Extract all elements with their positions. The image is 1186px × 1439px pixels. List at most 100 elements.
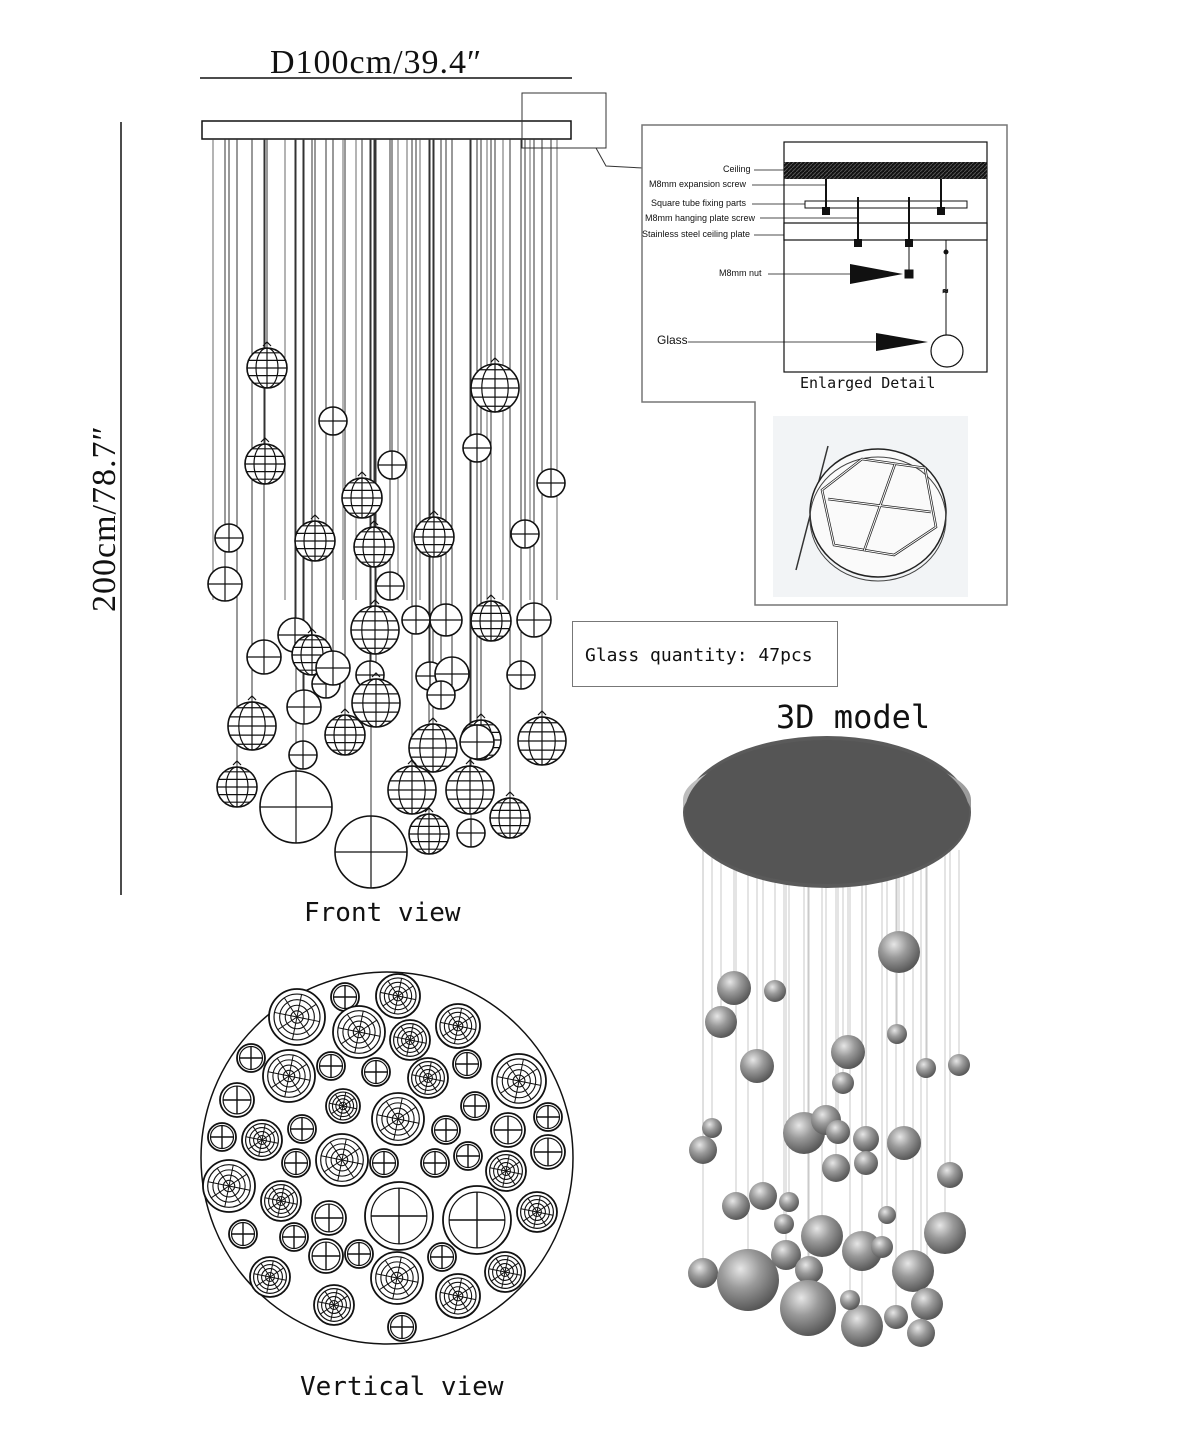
ceiling-plate-render bbox=[773, 416, 968, 597]
3d-model-render bbox=[683, 736, 971, 1347]
glass-ball-top bbox=[315, 1133, 369, 1187]
glass-ball-3d bbox=[826, 1120, 850, 1144]
glass-ball-front bbox=[375, 571, 405, 601]
glass-ball-front bbox=[506, 660, 536, 690]
glass-ball-front bbox=[288, 740, 318, 770]
glass-ball-top bbox=[241, 1119, 283, 1161]
glass-ball-front bbox=[470, 594, 512, 642]
glass-ball-front bbox=[350, 599, 400, 655]
glass-ball-front bbox=[216, 760, 258, 808]
glass-ball-front bbox=[516, 602, 552, 638]
glass-ball-top bbox=[387, 1312, 417, 1342]
glass-ball-top bbox=[361, 1057, 391, 1087]
glass-ball-front bbox=[351, 672, 401, 728]
glass-arrow bbox=[876, 333, 928, 351]
glass-ball-top bbox=[516, 1191, 558, 1233]
glass-ball-front bbox=[429, 603, 463, 637]
glass-ball-3d bbox=[924, 1212, 966, 1254]
glass-ball-3d bbox=[774, 1214, 794, 1234]
enlarged-detail-caption: Enlarged Detail bbox=[800, 374, 936, 392]
ceiling-plate bbox=[201, 120, 572, 140]
glass-ball-top bbox=[369, 1148, 399, 1178]
glass-ball-top bbox=[453, 1141, 483, 1171]
glass-ball-3d bbox=[740, 1049, 774, 1083]
glass-ball-3d bbox=[840, 1290, 860, 1310]
glass-ball-top bbox=[202, 1159, 256, 1213]
part-label-hanging-plate-screw: M8mm hanging plate screw bbox=[645, 213, 756, 223]
glass-ball-top bbox=[484, 1251, 526, 1293]
glass-ball-top bbox=[491, 1053, 547, 1109]
glass-quantity-label: Glass quantity: 47pcs bbox=[585, 645, 813, 666]
glass-ball-top bbox=[407, 1057, 449, 1099]
glass-ball-front bbox=[489, 791, 531, 839]
glass-ball-3d bbox=[702, 1118, 722, 1138]
glass-ball-front bbox=[536, 468, 566, 498]
glass-ball-3d bbox=[722, 1192, 750, 1220]
glass-ball-top bbox=[344, 1239, 374, 1269]
glass-ball-top bbox=[435, 1003, 481, 1049]
glass-ball-3d bbox=[916, 1058, 936, 1078]
glass-ball-front bbox=[413, 510, 455, 558]
glass-ball-top bbox=[262, 1049, 316, 1103]
glass-ball-top bbox=[332, 1005, 386, 1059]
glass-ball-front bbox=[334, 815, 408, 889]
glass-ball-top bbox=[207, 1122, 237, 1152]
glass-ball-top bbox=[219, 1082, 255, 1118]
glass-ball-3d bbox=[831, 1035, 865, 1069]
glass-ball-3d bbox=[795, 1256, 823, 1284]
part-label-expansion-screw: M8mm expansion screw bbox=[649, 179, 747, 189]
glass-ball-front bbox=[445, 759, 495, 815]
glass-ball-top bbox=[427, 1242, 457, 1272]
glass-ball-3d bbox=[871, 1236, 893, 1258]
glass-ball-top bbox=[316, 1051, 346, 1081]
glass-ball-front bbox=[315, 650, 351, 686]
glass-ball-3d bbox=[878, 1206, 896, 1224]
glass-ball-front bbox=[318, 406, 348, 436]
part-label-nut: M8mm nut bbox=[719, 268, 762, 278]
glass-ball-top bbox=[431, 1115, 461, 1145]
glass-ball-top bbox=[370, 1251, 424, 1305]
glass-ball-3d bbox=[717, 971, 751, 1005]
glass-ball-3d bbox=[688, 1258, 718, 1288]
glass-ball-front bbox=[244, 437, 286, 485]
part-label-ceiling-plate: Stainless steel ceiling plate bbox=[642, 229, 751, 239]
glass-ball-top bbox=[249, 1256, 291, 1298]
part-label-ceiling: Ceiling bbox=[723, 164, 751, 174]
glass-ball-3d bbox=[832, 1072, 854, 1094]
glass-ball-front bbox=[387, 759, 437, 815]
glass-ball-top bbox=[236, 1043, 266, 1073]
width-dimension-label: D100cm/39.4″ bbox=[270, 44, 483, 81]
glass-ball-front bbox=[462, 433, 492, 463]
glass-ball-3d bbox=[705, 1006, 737, 1038]
glass-ball-front bbox=[459, 724, 495, 760]
glass-ball-3d bbox=[887, 1126, 921, 1160]
glass-ball-3d bbox=[887, 1024, 907, 1044]
front-view-caption: Front view bbox=[304, 898, 461, 928]
glass-ball-front bbox=[470, 357, 520, 413]
glass-ball-top bbox=[325, 1088, 361, 1124]
glass-ball-top bbox=[442, 1185, 512, 1255]
detail-callout bbox=[521, 92, 644, 169]
glass-ball-top bbox=[490, 1112, 526, 1148]
glass-ball-top bbox=[460, 1091, 490, 1121]
glass-ball-3d bbox=[822, 1154, 850, 1182]
glass-ball-top bbox=[313, 1284, 355, 1326]
glass-ball-3d bbox=[842, 1231, 882, 1271]
glass-ball-front bbox=[456, 818, 486, 848]
glass-ball-top bbox=[364, 1181, 434, 1251]
glass-ball-3d bbox=[854, 1151, 878, 1175]
glass-ball-top bbox=[287, 1114, 317, 1144]
part-label-glass: Glass bbox=[657, 333, 688, 347]
glass-ball-top bbox=[375, 973, 421, 1019]
glass-ball-3d bbox=[884, 1305, 908, 1329]
ceiling-block bbox=[784, 162, 987, 179]
glass-ball-3d bbox=[907, 1319, 935, 1347]
glass-ball-top bbox=[371, 1092, 425, 1146]
vertical-view-caption: Vertical view bbox=[300, 1372, 504, 1402]
glass-ball-detail bbox=[930, 334, 964, 368]
glass-ball-top bbox=[533, 1102, 563, 1132]
glass-quantity-box bbox=[572, 621, 838, 687]
3d-model-caption: 3D model bbox=[776, 698, 931, 736]
glass-ball-front bbox=[324, 708, 366, 756]
